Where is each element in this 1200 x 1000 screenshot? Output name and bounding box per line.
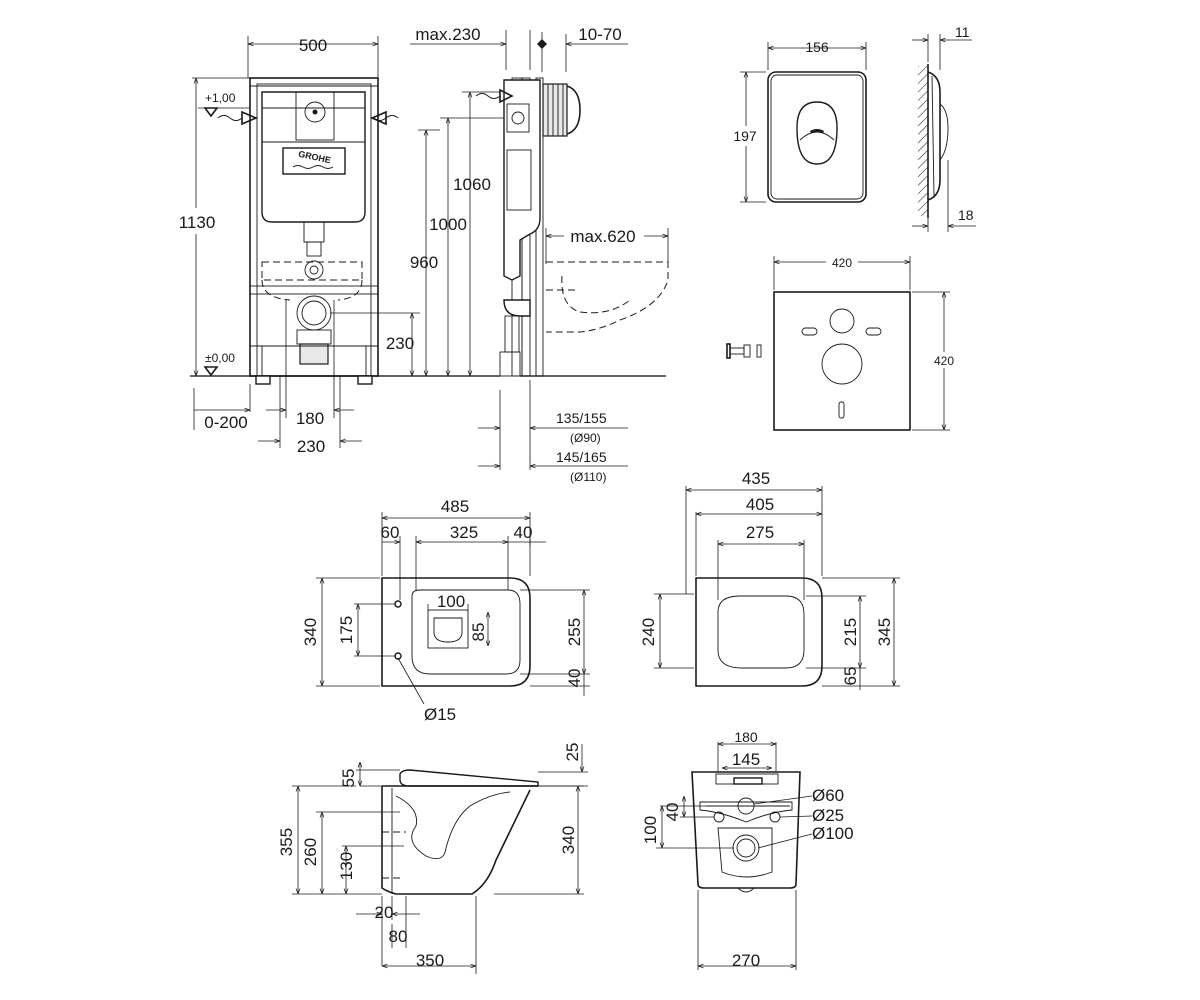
dim-rear-dia-100: Ø100: [812, 824, 854, 843]
frame-side-view: max.230 10-70 1060 1000 960 max.620 135/…: [410, 25, 669, 484]
dim-960: 960: [410, 253, 438, 272]
dim-side-355: 355: [277, 828, 296, 856]
dim-dia-90: (Ø90): [570, 431, 601, 445]
level-zero-label: ±0,00: [205, 351, 235, 365]
seat-top-view: 435 405 275 240 215 65 345: [639, 469, 900, 690]
level-top-label: +1,00: [205, 91, 236, 105]
dim-bowl-100: 100: [437, 592, 465, 611]
bowl-rear-view: 180 145 Ø60 Ø25 Ø100 40 100 270: [641, 729, 854, 970]
dim-seat-215: 215: [841, 618, 860, 646]
dim-seat-345: 345: [875, 618, 894, 646]
dim-side-130: 130: [337, 852, 356, 880]
dim-plate-height: 197: [733, 128, 757, 144]
flush-plate-front: 156 197: [730, 39, 867, 203]
dim-rear-145: 145: [732, 750, 760, 769]
dim-plate-thick-11: 11: [955, 24, 970, 40]
dim-bowl-485: 485: [441, 497, 469, 516]
dim-plate-width: 156: [805, 39, 829, 55]
bowl-rear-outline: [691, 771, 801, 889]
dim-bowl-175: 175: [337, 616, 356, 644]
seat-top-outline: [695, 577, 823, 687]
dim-bowl-40-side: 40: [565, 669, 584, 688]
dim-plate-thick-18: 18: [958, 207, 974, 223]
flush-plate-side: 11 18: [912, 24, 976, 232]
dim-rear-180: 180: [734, 729, 758, 745]
dim-10-70: 10-70: [578, 25, 621, 44]
bowl-top-outline: [381, 577, 531, 687]
dim-bowl-dia-15: Ø15: [424, 705, 456, 724]
frame-front-view: GROHE +1,00 ±0,00: [179, 36, 500, 456]
bowl-side-view: 25 55 355 260 130 340 20 80 350: [277, 743, 588, 974]
dim-frame-height: 1130: [179, 213, 216, 232]
dim-dia-110: (Ø110): [570, 470, 606, 484]
dim-pad-height: 420: [934, 354, 954, 368]
dim-max-230: max.230: [415, 25, 480, 44]
sound-pad-outline: [773, 291, 911, 431]
dim-side-80: 80: [389, 927, 408, 946]
dim-230-bottom: 230: [297, 437, 325, 456]
dim-pipe-230: 230: [386, 334, 414, 353]
dim-1000: 1000: [429, 215, 467, 234]
dim-seat-65: 65: [841, 667, 860, 686]
dim-max-620: max.620: [570, 227, 635, 246]
brand-logo-box: [282, 147, 346, 175]
dim-pad-width: 420: [832, 256, 852, 270]
dim-rear-100: 100: [641, 816, 660, 844]
dim-seat-275: 275: [746, 523, 774, 542]
dim-rear-270: 270: [732, 951, 760, 970]
bowl-top-view: 485 60 325 40 340 175 100 85 255 40: [301, 497, 590, 724]
dim-side-25: 25: [563, 743, 582, 762]
dim-bowl-255: 255: [565, 618, 584, 646]
seat-lid-side: [399, 769, 539, 787]
dim-bowl-40-top: 40: [514, 523, 533, 542]
dim-bowl-340: 340: [301, 618, 320, 646]
dim-bowl-85: 85: [469, 623, 488, 642]
dim-side-20: 20: [375, 903, 394, 922]
dim-bowl-325: 325: [450, 523, 478, 542]
dim-bowl-60: 60: [381, 523, 400, 542]
dim-seat-240: 240: [639, 618, 658, 646]
dim-side-260: 260: [301, 838, 320, 866]
dim-135-155: 135/155: [556, 410, 607, 426]
dim-1060: 1060: [453, 175, 491, 194]
dim-rear-dia-25: Ø25: [812, 806, 844, 825]
dim-rear-dia-60: Ø60: [812, 786, 844, 805]
flush-button: [796, 101, 838, 165]
dim-seat-405: 405: [746, 495, 774, 514]
dim-side-340: 340: [559, 826, 578, 854]
dim-180: 180: [296, 409, 324, 428]
dim-offset-0-200: 0-200: [204, 413, 247, 432]
dim-side-350: 350: [416, 951, 444, 970]
dim-seat-435: 435: [742, 469, 770, 488]
dim-side-55: 55: [339, 769, 358, 788]
dim-145-165: 145/165: [556, 449, 607, 465]
bowl-side-outline: [381, 786, 531, 895]
flush-plate: [767, 71, 867, 203]
dim-frame-width: 500: [299, 36, 327, 55]
dim-rear-40: 40: [663, 803, 682, 822]
sound-pad: 420 420: [726, 254, 960, 431]
